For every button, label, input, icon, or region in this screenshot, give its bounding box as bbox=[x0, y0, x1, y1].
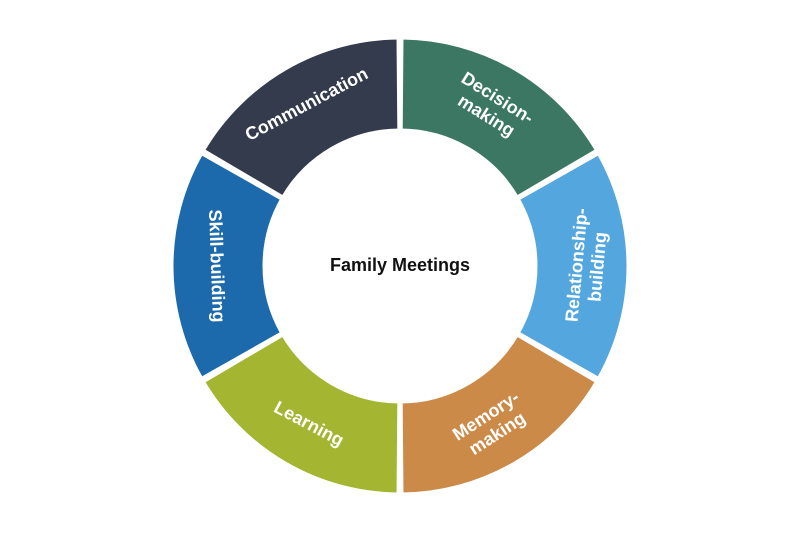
ring-segment-0 bbox=[399, 36, 599, 200]
segment-label-4: Skill-building bbox=[205, 209, 229, 323]
ring-segments bbox=[170, 36, 630, 496]
ring-segment-2 bbox=[399, 332, 599, 496]
ring-segment-5 bbox=[201, 36, 401, 200]
center-title: Family Meetings bbox=[330, 255, 470, 275]
ring-segment-4 bbox=[170, 151, 284, 381]
ring-segment-1 bbox=[516, 151, 630, 381]
segment-label-line: Skill-building bbox=[205, 209, 229, 323]
segment-label-1: Relationship-building bbox=[562, 207, 613, 324]
ring-segment-3 bbox=[201, 332, 401, 496]
